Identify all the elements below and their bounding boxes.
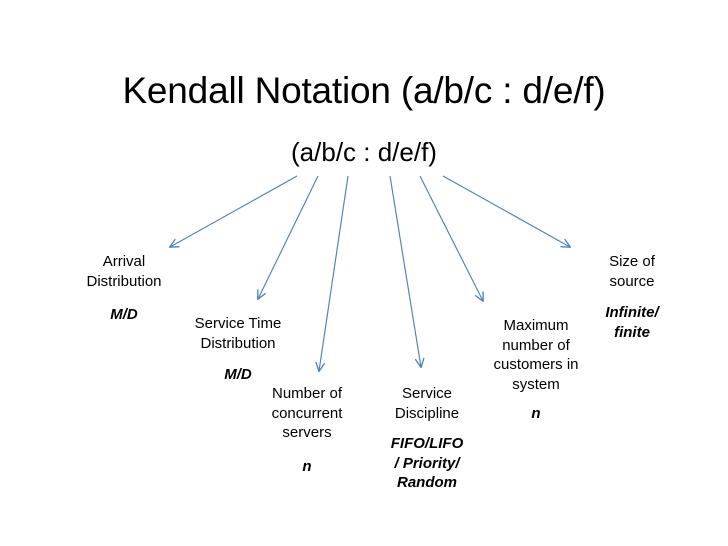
node-value: n <box>302 457 312 475</box>
node-description: Service Time Distribution <box>194 315 282 352</box>
page-title: Kendall Notation (a/b/c : d/e/f) <box>122 69 606 111</box>
node-size-of-source: Size of source Infinite/ finite <box>584 252 680 342</box>
arrow-to-number-of-servers <box>315 175 349 373</box>
arrow-to-service-time-distribution <box>257 175 319 301</box>
node-value: Infinite/ finite <box>605 304 659 341</box>
node-description: Number of concurrent servers <box>271 385 343 441</box>
node-description: Arrival Distribution <box>86 253 162 290</box>
node-value: n <box>531 405 541 422</box>
node-value: M/D <box>110 306 138 323</box>
node-max-customers: Maximum number of customers in system n <box>478 316 594 424</box>
node-service-time-distribution: Service Time Distribution M/D <box>172 314 304 385</box>
arrow-to-service-discipline <box>389 175 425 369</box>
kendall-notation-label: (a/b/c : d/e/f) <box>291 137 437 167</box>
node-arrival-distribution: Arrival Distribution M/D <box>58 252 190 325</box>
node-description: Service Discipline <box>394 385 460 422</box>
arrow-to-size-of-source <box>442 175 572 248</box>
node-number-of-servers: Number of concurrent servers n <box>248 384 366 476</box>
arrow-to-max-customers <box>419 175 484 303</box>
node-description: Maximum number of customers in system <box>493 317 579 393</box>
node-value: FIFO/LIFO / Priority/ Random <box>390 435 464 491</box>
node-description: Size of source <box>609 253 655 290</box>
node-value: M/D <box>224 366 252 383</box>
arrow-to-arrival-distribution <box>168 175 298 248</box>
node-service-discipline: Service Discipline FIFO/LIFO / Priority/… <box>375 384 479 493</box>
